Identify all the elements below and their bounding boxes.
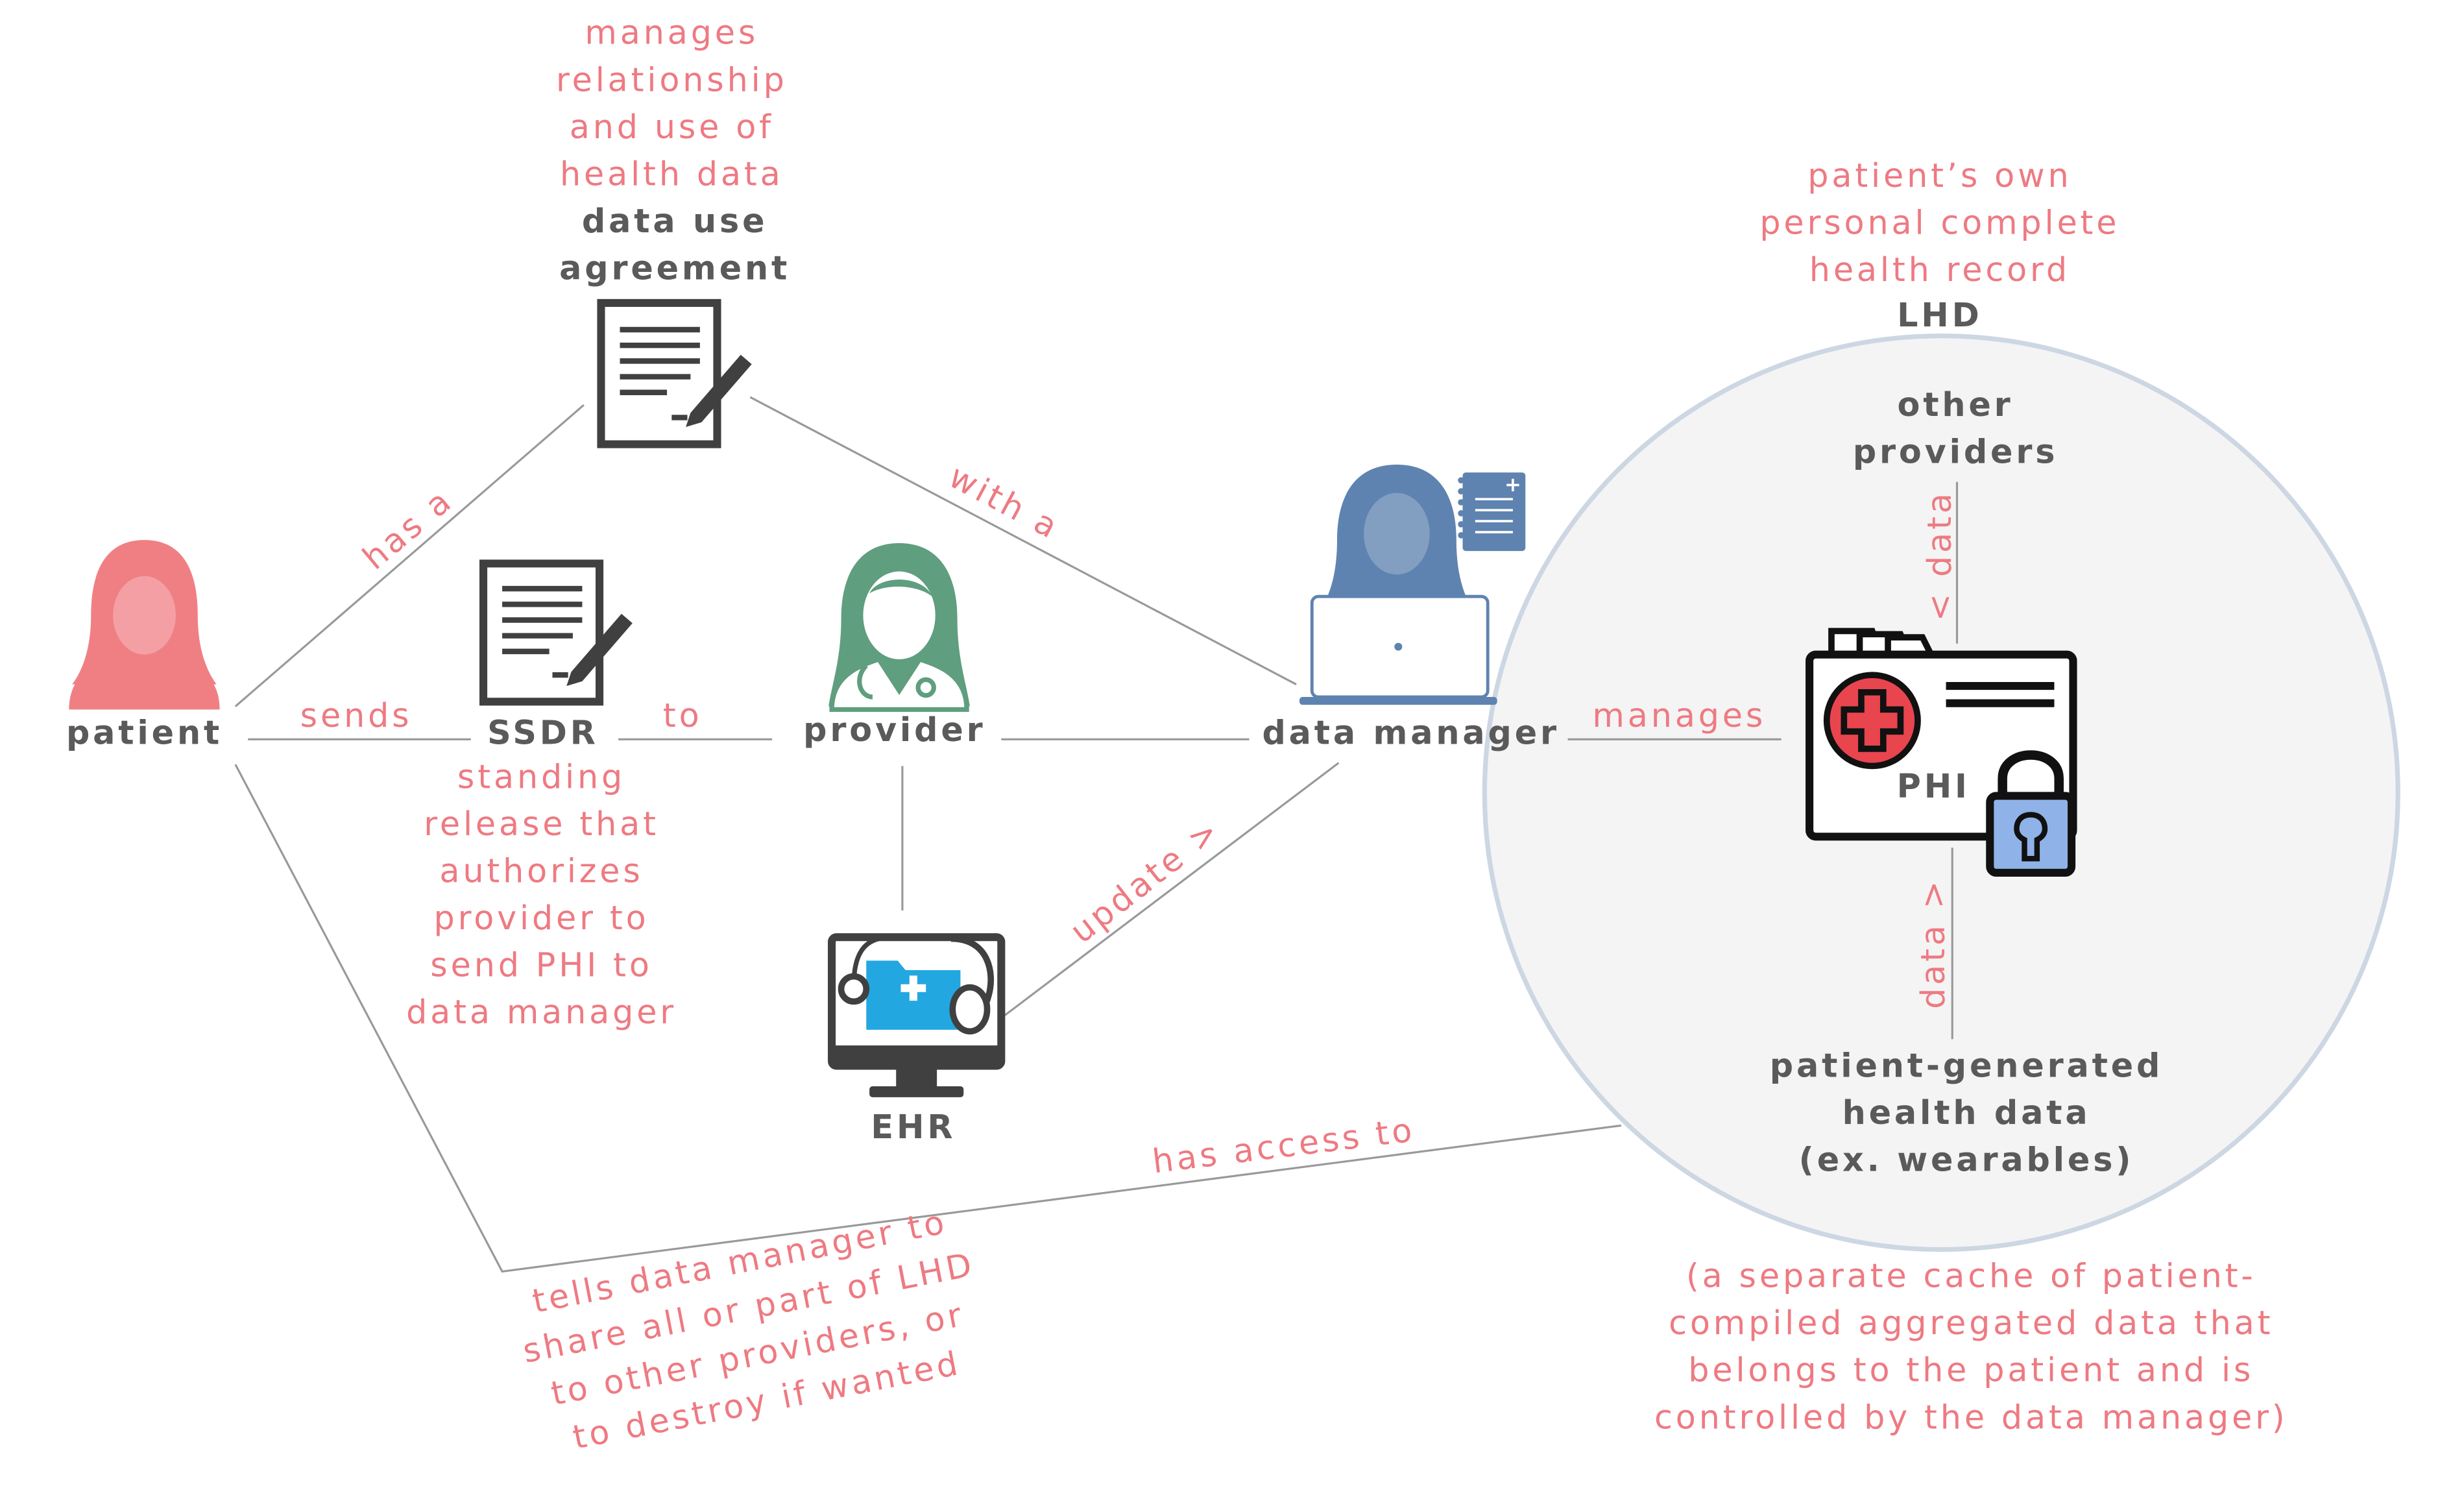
woman-at-laptop-icon — [1299, 465, 1497, 705]
annotation-line: send PHI to — [430, 946, 653, 984]
notepad-icon — [1458, 472, 1526, 552]
annotation-line: controlled by the data manager) — [1654, 1398, 2288, 1437]
edge-label-to: to — [662, 697, 703, 735]
node-lhd: LHD — [1897, 297, 1983, 335]
annotation-line: compiled aggregated data that — [1669, 1304, 2274, 1343]
signed-document-icon — [597, 299, 752, 448]
ssdr-annotation: standing release that authorizes provide… — [368, 753, 714, 1036]
pghd-line: (ex. wearables) — [1798, 1141, 2134, 1179]
edge-label-data-down: < data — [1920, 490, 1959, 622]
other-providers-line: providers — [1852, 433, 2059, 471]
cache-annotation: (a separate cache of patient- compiled a… — [1632, 1252, 2310, 1441]
ssdr-document-icon — [479, 559, 633, 706]
annotation-line: manages — [585, 14, 759, 52]
lhd-annotation: patient’s own personal complete health r… — [1704, 152, 2175, 294]
edge-label-data-up: data > — [1914, 877, 1953, 1009]
edge-patient-access-lhd — [234, 764, 1622, 1273]
connector-lines — [234, 396, 1959, 1273]
edge-label-manages: manages — [1592, 697, 1767, 735]
edge-ehr-data-manager — [1004, 762, 1340, 1017]
pghd-line: health data — [1842, 1094, 2091, 1132]
locked-medical-folder-icon — [1806, 628, 2077, 877]
edge-patient-dua — [234, 404, 585, 707]
node-other-providers: other providers — [1798, 382, 2112, 476]
node-ssdr: SSDR — [487, 714, 599, 752]
female-doctor-icon — [828, 542, 970, 713]
node-ehr: EHR — [871, 1108, 956, 1146]
node-patient: patient — [66, 714, 223, 752]
annotation-line: patient’s own — [1807, 156, 2072, 195]
edge-dua-data-manager — [749, 396, 1297, 686]
dua-label-line: agreement — [559, 249, 791, 287]
node-phi: PHI — [1896, 767, 1970, 805]
pghd-line: patient-generated — [1769, 1047, 2164, 1085]
other-providers-line: other — [1897, 386, 2014, 424]
annotation-line: health data — [560, 155, 784, 193]
annotation-line: standing — [457, 758, 626, 796]
dua-label-line: data use — [581, 202, 768, 241]
node-patient-generated-health-data: patient-generated health data (ex. weara… — [1731, 1042, 2202, 1184]
edge-label-sends: sends — [300, 697, 413, 735]
annotation-line: health record — [1809, 251, 2070, 289]
computer-medical-record-icon — [828, 933, 1006, 1097]
annotation-line: belongs to the patient and is — [1688, 1351, 2254, 1389]
annotation-line: release that — [424, 805, 659, 844]
annotation-line: and use of — [569, 108, 774, 146]
annotation-line: authorizes — [439, 852, 644, 890]
annotation-line: (a separate cache of patient- — [1685, 1257, 2256, 1295]
annotation-line: personal complete — [1759, 204, 2120, 242]
annotation-line: relationship — [556, 61, 788, 99]
female-user-icon — [69, 540, 220, 710]
annotation-line: provider to — [433, 899, 649, 938]
node-data-manager: data manager — [1262, 714, 1560, 752]
node-provider: provider — [803, 711, 986, 749]
node-data-use-agreement: data use agreement — [487, 198, 864, 292]
dua-annotation: manages relationship and use of health d… — [499, 10, 844, 198]
annotation-line: data manager — [406, 993, 677, 1032]
